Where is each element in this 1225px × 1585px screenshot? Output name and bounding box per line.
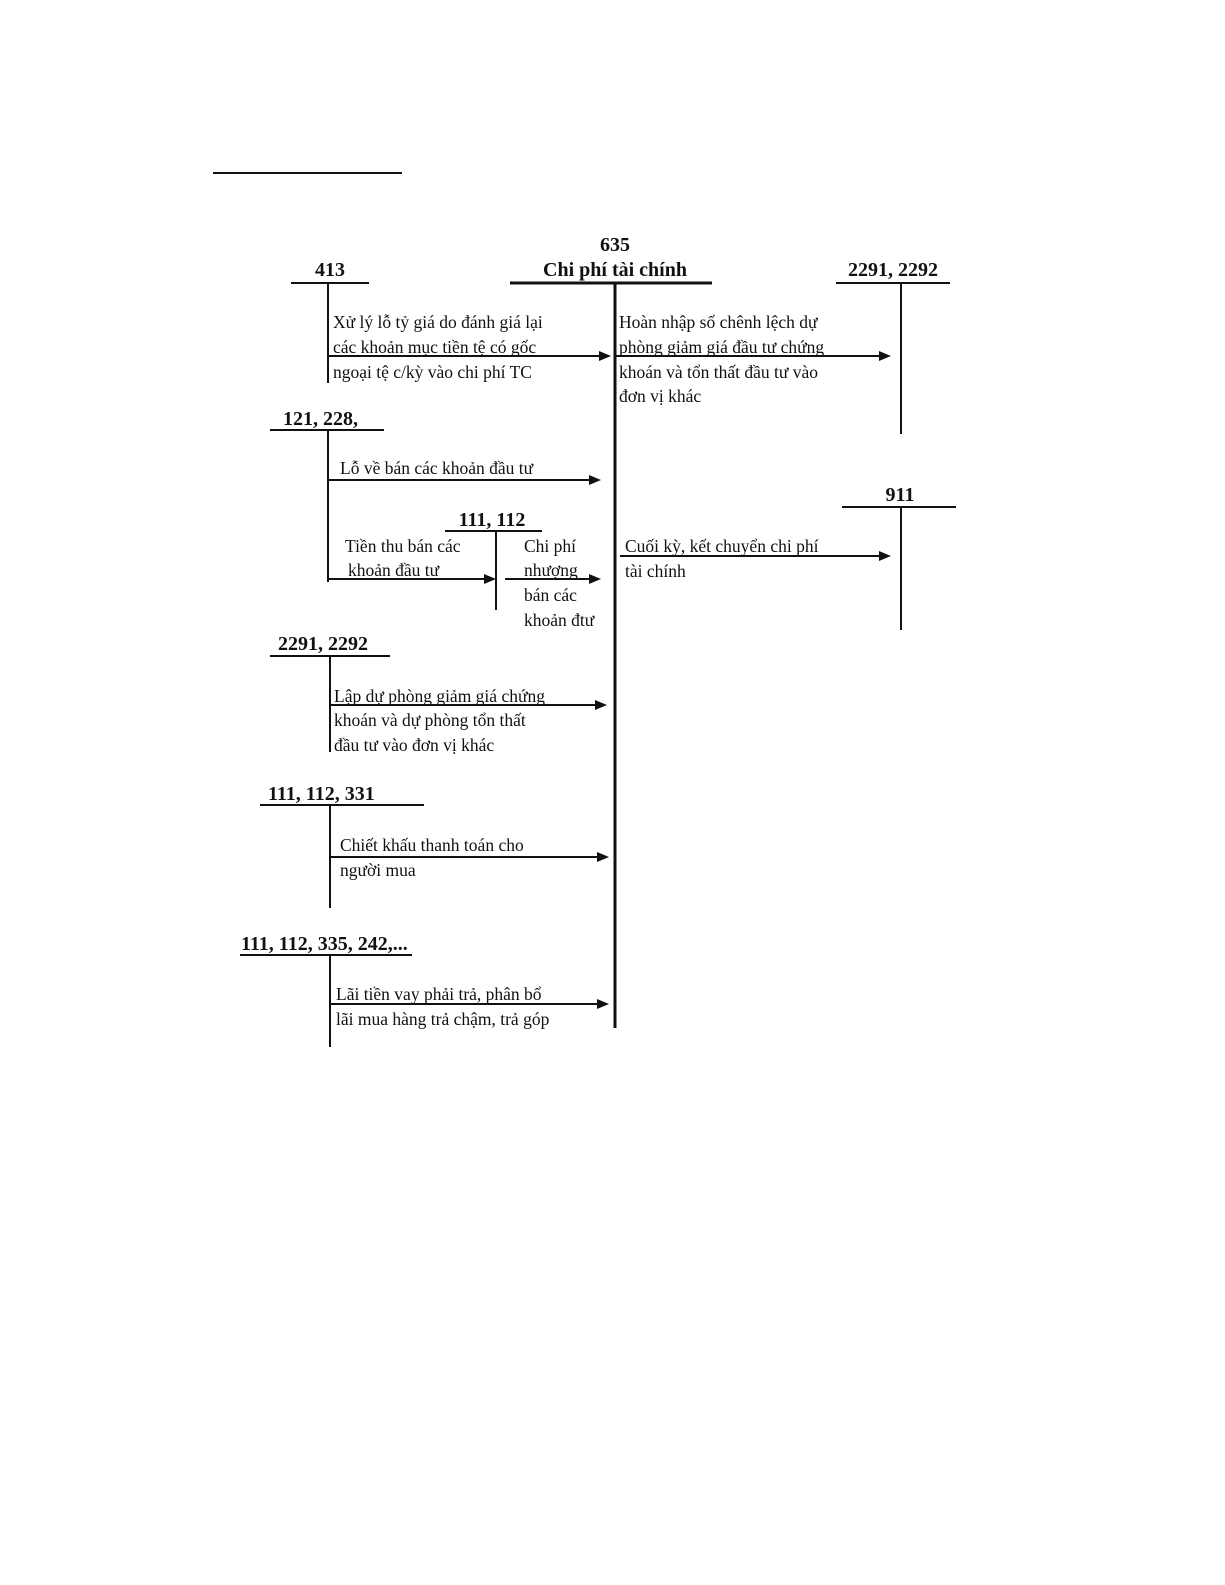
entry-413-line2: các khoản mục tiền tệ có gốc (333, 337, 536, 357)
entry-2291-left-text: Lập dự phòng giảm giá chứng khoán và dự … (334, 686, 549, 755)
entry-111-335-line1: Lãi tiền vay phải trả, phân bổ (336, 984, 542, 1004)
account-635-code: 635 (600, 234, 630, 256)
entry-111-331-line2: người mua (340, 860, 416, 880)
arrowhead (595, 700, 607, 710)
account-111-112-inner: 111, 112 (459, 509, 526, 531)
entry-911-line1: Cuối kỳ, kết chuyển chi phí (625, 536, 819, 556)
entry-2291-left-line2: khoán và dự phòng tổn thất (334, 710, 526, 730)
entry-2291-right-line1: Hoàn nhập số chênh lệch dự (619, 312, 818, 332)
account-2291-2292-right: 2291, 2292 (848, 259, 938, 281)
account-911: 911 (886, 484, 915, 506)
entry-911-line2: tài chính (625, 561, 686, 581)
entry-111-cost-line2: nhượng (524, 560, 578, 580)
account-413: 413 (315, 259, 345, 281)
entry-413-line1: Xử lý lỗ tỷ giá do đánh giá lại (333, 312, 543, 332)
arrowhead (484, 574, 496, 584)
entry-111-335-text: Lãi tiền vay phải trả, phân bổ lãi mua h… (336, 984, 550, 1029)
entry-2291-right-line2: phòng giảm giá đầu tư chứng (619, 337, 824, 357)
arrowhead (599, 351, 611, 361)
entry-111-cost-line4: khoản đtư (524, 610, 595, 630)
arrowhead (879, 351, 891, 361)
entry-413-text: Xử lý lỗ tỷ giá do đánh giá lại các khoả… (333, 312, 547, 382)
entry-121-cash-text: Tiền thu bán các khoản đầu tư (345, 536, 465, 580)
entry-121-cash-line2: khoản đầu tư (348, 560, 440, 580)
arrowhead (589, 475, 601, 485)
entry-111-331-line1: Chiết khấu thanh toán cho (340, 835, 524, 855)
entry-911-text: Cuối kỳ, kết chuyển chi phí tài chính (625, 536, 823, 581)
account-121-228: 121, 228, (283, 408, 358, 430)
entry-2291-left-line1: Lập dự phòng giảm giá chứng (334, 686, 545, 706)
account-635-name: Chi phí tài chính (543, 259, 687, 281)
entry-111-cost-line3: bán các (524, 585, 577, 605)
arrowhead (879, 551, 891, 561)
account-111-112-331: 111, 112, 331 (268, 783, 375, 805)
entry-121-loss-text: Lỗ về bán các khoản đầu tư (340, 458, 534, 478)
entry-2291-right-text: Hoàn nhập số chênh lệch dự phòng giảm gi… (619, 312, 829, 406)
entry-2291-left-line3: đầu tư vào đơn vị khác (334, 735, 494, 755)
entry-2291-right-line4: đơn vị khác (619, 386, 701, 406)
account-111-112-335-242: 111, 112, 335, 242,... (241, 933, 408, 955)
arrowhead (597, 999, 609, 1009)
entry-111-335-line2: lãi mua hàng trả chậm, trả góp (336, 1009, 550, 1029)
arrowhead (589, 574, 601, 584)
entry-413-line3: ngoại tệ c/kỳ vào chi phí TC (333, 362, 532, 382)
entry-121-cash-line1: Tiền thu bán các (345, 536, 461, 556)
arrowhead (597, 852, 609, 862)
entry-2291-right-line3: khoán và tổn thất đầu tư vào (619, 362, 818, 382)
account-2291-2292-left: 2291, 2292 (278, 633, 368, 655)
entry-111-cost-text: Chi phí nhượng bán các khoản đtư (524, 536, 595, 630)
entry-111-cost-line1: Chi phí (524, 536, 576, 556)
entry-111-331-text: Chiết khấu thanh toán cho người mua (340, 835, 528, 880)
